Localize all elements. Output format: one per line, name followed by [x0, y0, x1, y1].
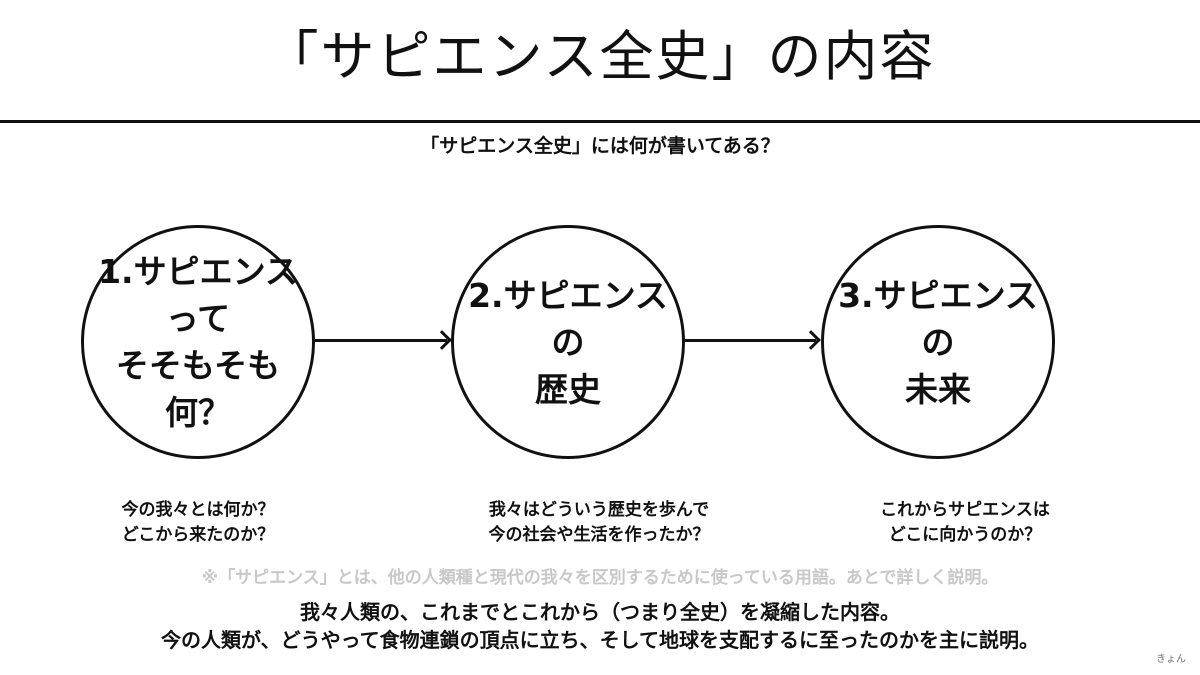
circle-label: 3.サピエンスの 未来: [838, 275, 1038, 409]
circle-sapiens-future: 3.サピエンスの 未来: [821, 225, 1055, 459]
subtitle: 「サピエンス全史」には何が書いてある？: [420, 135, 780, 157]
arrow-2-to-3: [685, 339, 816, 342]
caption-3: これからサピエンスは どこに向かうのか？: [880, 500, 1050, 545]
title-divider: [0, 120, 1200, 123]
author-signature: きょん: [1156, 654, 1186, 665]
circle-sapiens-history: 2.サピエンスの 歴史: [451, 225, 685, 459]
arrow-1-to-2: [315, 339, 447, 342]
summary-line-1: 我々人類の、これまでとこれから（つまり全史）を凝縮した内容。: [300, 600, 900, 624]
caption-2: 我々はどういう歴史を歩んで 今の社会や生活を作ったか？: [488, 500, 710, 545]
caption-1: 今の我々とは何か？ どこから来たのか？: [121, 500, 275, 545]
summary: 我々人類の、これまでとこれから（つまり全史）を凝縮した内容。 今の人類が、どうや…: [0, 598, 1200, 654]
circle-label: 1.サピエンスって そそもそも何？: [98, 252, 298, 432]
summary-line-2: 今の人類が、どうやって食物連鎖の頂点に立ち、そして地球を支配するに至ったのかを主…: [161, 628, 1039, 652]
circle-what-is-sapiens: 1.サピエンスって そそもそも何？: [81, 225, 315, 459]
page-title: 「サピエンス全史」の内容: [264, 25, 936, 88]
footnote: ※「サピエンス」とは、他の人類種と現代の我々を区別するために使っている用語。あと…: [201, 568, 999, 588]
circle-label: 2.サピエンスの 歴史: [468, 275, 668, 409]
